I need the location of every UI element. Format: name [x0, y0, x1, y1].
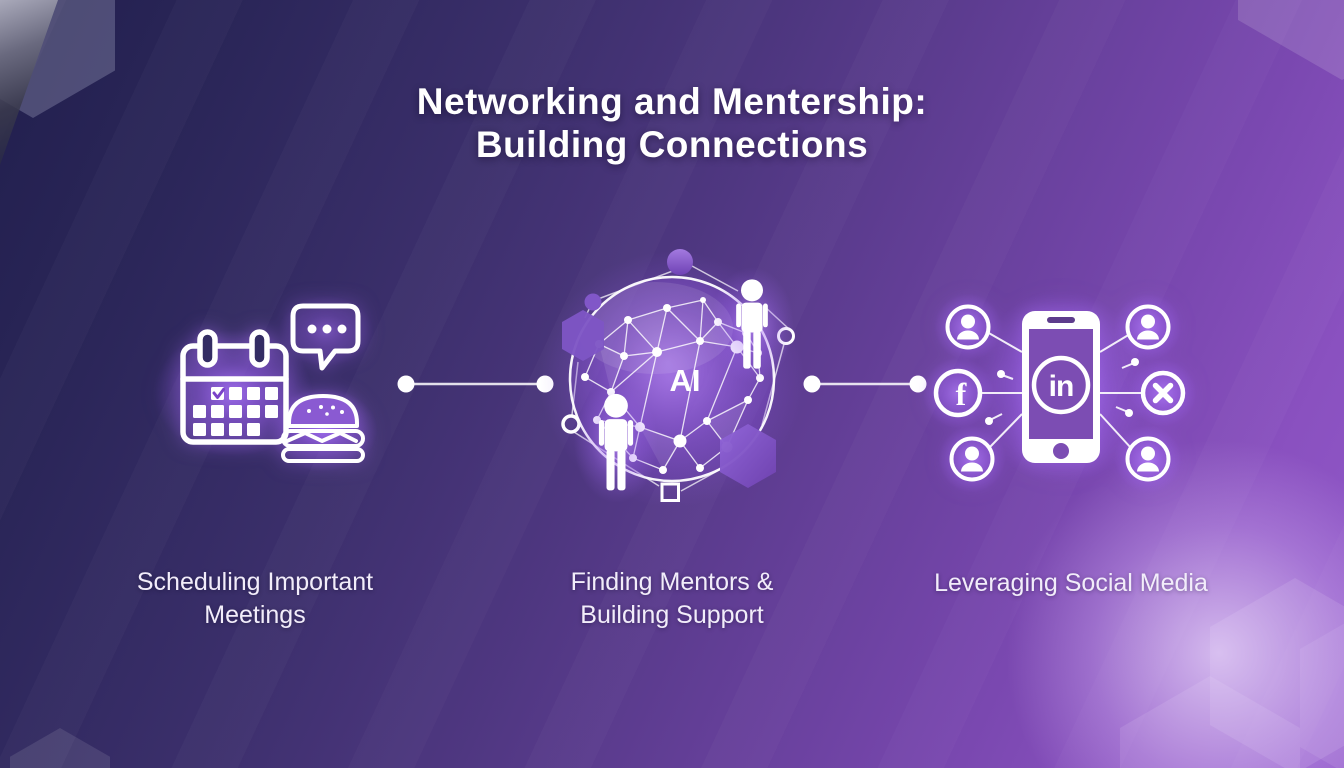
phone-home-button — [1053, 443, 1069, 459]
spoke-dots — [985, 358, 1139, 425]
chat-dots — [307, 324, 347, 334]
linkedin-icon: in — [1031, 355, 1091, 415]
orbit-ball-small — [584, 293, 602, 311]
icon-glow — [922, 357, 994, 429]
caption-line: Scheduling Important — [136, 568, 374, 596]
user-icon — [945, 304, 991, 350]
social-media-group: in f — [922, 289, 1197, 493]
page-title-line2: Building Connections — [475, 124, 869, 165]
caption-line: Meetings — [204, 601, 306, 629]
caption-scheduling: Scheduling Important Meetings — [80, 566, 430, 632]
scheduling-icons-group — [153, 295, 378, 472]
orbit-ball — [667, 249, 693, 275]
caption-social: Leveraging Social Media — [886, 567, 1256, 600]
hexagon-node-icon — [562, 310, 604, 361]
phone-icon — [1022, 311, 1100, 463]
caption-line: Leveraging Social Media — [934, 569, 1208, 597]
calendar-check-mark — [212, 388, 225, 399]
chat-bubble-icon — [290, 303, 361, 371]
caption-line: Building Support — [580, 601, 764, 629]
calendar-icon — [180, 329, 289, 445]
caption-line: Finding Mentors & — [570, 568, 774, 596]
user-icon — [1125, 304, 1171, 350]
page-title: Networking and Mentership: Building Conn… — [0, 80, 1344, 166]
linkedin-label: in — [1049, 370, 1074, 403]
orbit-square — [660, 482, 680, 502]
calendar-grid — [193, 387, 278, 436]
user-icon — [949, 436, 995, 482]
mentor-person-icon — [736, 279, 768, 369]
mentor-network-group: AI — [540, 249, 804, 507]
page-title-line1: Networking and Mentership: — [416, 81, 928, 122]
hexagon-node-icon — [720, 424, 776, 488]
ai-label: AI — [670, 363, 701, 398]
x-close-icon — [1140, 370, 1186, 416]
caption-mentors: Finding Mentors & Building Support — [497, 566, 847, 632]
phone-speaker — [1047, 317, 1075, 323]
facebook-icon: f — [933, 368, 983, 418]
facebook-label: f — [956, 376, 967, 412]
burger-icon — [281, 394, 365, 463]
mentee-person-icon — [598, 393, 634, 491]
user-icon — [1125, 436, 1171, 482]
burger-seeds — [307, 405, 344, 416]
